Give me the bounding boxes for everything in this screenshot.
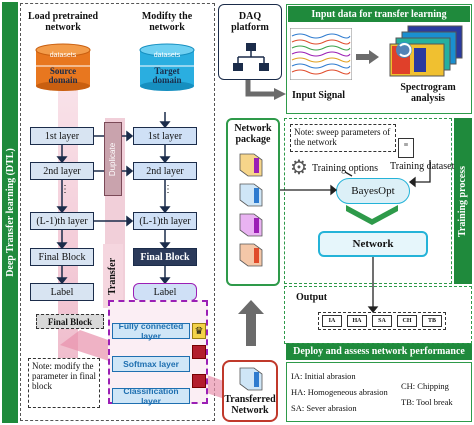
training-note: Note: sweep parameters of the network [290, 124, 396, 152]
middle-final-block: Final Block [133, 248, 197, 266]
final-block-label: Final Block [36, 314, 104, 329]
green-chevron [346, 205, 398, 225]
training-options-label: Training options [312, 163, 379, 174]
left-label: Label [30, 283, 94, 301]
training-sidebar: Training process [454, 118, 472, 284]
left-layer-1: 1st layer [30, 127, 94, 145]
deploy-title: Deploy and assess network performance [286, 343, 472, 360]
up-arrow [238, 300, 264, 346]
middle-layer-1: 1st layer [133, 127, 197, 145]
left-layer-2: 2nd layer [30, 162, 94, 180]
legend-sa: SA: Sever abrasion [291, 403, 357, 413]
source-cylinder-top: datasets [49, 52, 77, 59]
transfer-label: Transfer [107, 257, 119, 295]
dtl-sidebar-label: Deep Transfer learning (DTL) [4, 148, 16, 277]
target-cylinder-top: datasets [153, 52, 181, 59]
output-tag-ia: IA [322, 315, 342, 327]
input-section [286, 4, 472, 114]
output-tag-ch: CH [397, 315, 417, 327]
gear-icon: ⚙ [290, 157, 308, 179]
output-tag-ha: HA [347, 315, 367, 327]
spectrogram-label: Spectrogram analysis [400, 82, 456, 104]
legend-ha: HA: Homogeneous abrasion [291, 387, 388, 397]
transferred-block-icon [239, 367, 263, 391]
input-signal-label: Input Signal [292, 90, 346, 101]
source-domain-cylinder: datasets Source domain [34, 42, 92, 92]
duplicate-band: Duplicate [104, 122, 122, 196]
duplicate-label: Duplicate [108, 142, 118, 176]
input-signal-chart [290, 28, 352, 80]
output-row [318, 312, 446, 330]
deploy-legend: IA: Initial abrasion HA: Homogeneous abr… [286, 362, 472, 422]
transferred-network: Transferred Network [222, 360, 278, 422]
bayesopt-node: BayesOpt [336, 178, 410, 204]
output-tag-tb: TB [422, 315, 442, 327]
network-node: Network [318, 231, 428, 257]
softmax-layer: Softmax layer [112, 356, 190, 372]
legend-ch: CH: Chipping [401, 381, 449, 391]
middle-dots: ⋮ [163, 184, 173, 195]
final-block-container [108, 300, 208, 404]
left-final-block: Final Block [30, 248, 94, 266]
transfer-band: Transfer [103, 244, 123, 308]
spectrogram-stack [389, 25, 463, 77]
network-tree-icon [233, 43, 269, 71]
bayesopt-label: BayesOpt [351, 185, 395, 197]
dtl-sidebar: Deep Transfer learning (DTL) [2, 2, 18, 423]
middle-label: Label [133, 283, 197, 301]
middle-column-title: Modifty the network [141, 11, 193, 33]
left-layer-l1: (L-1)th layer [30, 212, 94, 230]
training-note-text: Note: sweep parameters of the network [294, 127, 391, 147]
signal-arrow [356, 50, 379, 64]
training-dataset-label: Training dataset [390, 161, 455, 172]
softmax-icon [192, 345, 206, 359]
middle-layer-2: 2nd layer [133, 162, 197, 180]
legend-tb: TB: Tool break [401, 397, 453, 407]
network-label: Network [352, 238, 394, 250]
daq-arrow [245, 80, 286, 100]
daq-box: DAQ platform [218, 4, 282, 80]
output-tag-sa: SA [372, 315, 392, 327]
document-icon: ≡ [398, 138, 414, 158]
note-left-text: Note: modify the parameter in final bloc… [32, 361, 96, 391]
training-sidebar-label: Training process [457, 165, 469, 237]
left-dots: ⋮ [60, 184, 70, 195]
deploy-frame [284, 286, 472, 344]
network-package-label: Network package [234, 123, 272, 145]
package-blocks [239, 153, 263, 267]
classification-icon [192, 374, 206, 388]
training-section [284, 118, 452, 284]
output-label: Output [296, 292, 328, 303]
legend-ia: IA: Initial abrasion [291, 371, 356, 381]
transferred-label: Transferred Network [224, 394, 276, 416]
daq-label: DAQ platform [231, 11, 269, 33]
dtl-frame [20, 3, 215, 421]
source-domain-label: Source domain [48, 66, 78, 85]
target-domain-cylinder: datasets Target domain [138, 42, 196, 92]
middle-layer-l1: (L-1)th layer [133, 212, 197, 230]
classification-layer: Classification layer [112, 386, 190, 406]
fc-icon: ♛ [192, 323, 206, 339]
note-left: Note: modify the parameter in final bloc… [28, 358, 100, 408]
fc-layer: Fully connected layer [112, 321, 190, 341]
input-section-title: Input data for transfer learning [288, 6, 470, 22]
left-column-title: Load pretrained network [27, 11, 99, 33]
target-domain-label: Target domain [152, 66, 182, 85]
